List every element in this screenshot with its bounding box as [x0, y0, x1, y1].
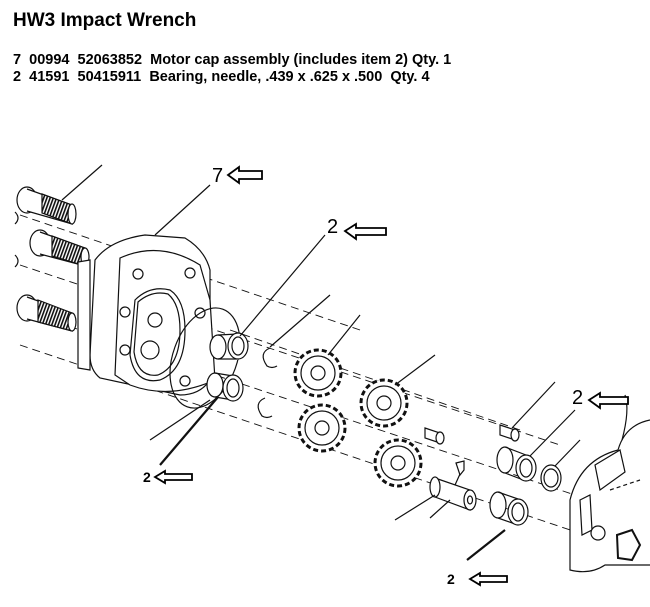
left-arrow-icon	[153, 469, 193, 485]
part-qty: Qty. 1	[412, 52, 452, 68]
callout-7: 7	[212, 165, 263, 187]
leader-line	[159, 396, 219, 466]
left-arrow-icon	[587, 391, 629, 410]
parts-list-row: 7 00994 52063852 Motor cap assembly (inc…	[13, 52, 451, 69]
part-description: Bearing, needle, .439 x .625 x .500	[149, 69, 383, 85]
callout-2: 2	[447, 571, 508, 587]
page-title: HW3 Impact Wrench	[13, 10, 197, 31]
item-number: 2	[13, 69, 22, 85]
gear	[373, 438, 423, 488]
parts-list: 7 00994 52063852 Motor cap assembly (inc…	[13, 52, 451, 86]
retaining-ring	[257, 397, 273, 419]
callout-label: 7	[212, 165, 223, 187]
part-number: 50415911	[77, 69, 142, 85]
shaft	[394, 460, 477, 521]
retaining-ring	[262, 347, 278, 369]
leader-line	[466, 529, 506, 561]
callout-2: 2	[327, 216, 387, 241]
needle-bearing-lower-right	[489, 491, 529, 526]
needle-bearing-lower-left	[206, 372, 244, 402]
item-number: 7	[13, 52, 22, 68]
thrust-washer	[540, 439, 581, 492]
motor-housing	[569, 394, 650, 573]
parts-list-row: 2 41591 50415911 Bearing, needle, .439 x…	[13, 69, 451, 86]
dowel-pin	[499, 381, 556, 442]
gear	[359, 354, 436, 428]
callout-label: 2	[143, 469, 151, 485]
bolt	[16, 164, 103, 225]
callout-2: 2	[572, 387, 629, 410]
callout-label: 2	[447, 571, 455, 587]
o-ring	[169, 307, 241, 409]
needle-bearing-upper-left	[209, 234, 326, 360]
bolt	[29, 229, 90, 267]
bolt	[16, 294, 77, 332]
left-arrow-icon	[343, 222, 387, 241]
needle-bearing-upper-right	[496, 409, 576, 482]
callout-2: 2	[143, 469, 193, 485]
callout-label: 2	[572, 387, 583, 409]
motor-cap-assembly	[77, 184, 241, 441]
part-qty: Qty. 4	[390, 69, 430, 85]
part-number: 52063852	[77, 52, 143, 68]
gear	[293, 314, 361, 398]
gear	[297, 403, 347, 453]
item-code: 00994	[29, 52, 70, 68]
callout-label: 2	[327, 216, 338, 238]
left-arrow-icon	[468, 571, 508, 587]
item-code: 41591	[29, 69, 70, 85]
dowel-pin	[424, 427, 445, 445]
left-arrow-icon	[226, 165, 263, 185]
part-description: Motor cap assembly (includes item 2)	[150, 52, 408, 68]
